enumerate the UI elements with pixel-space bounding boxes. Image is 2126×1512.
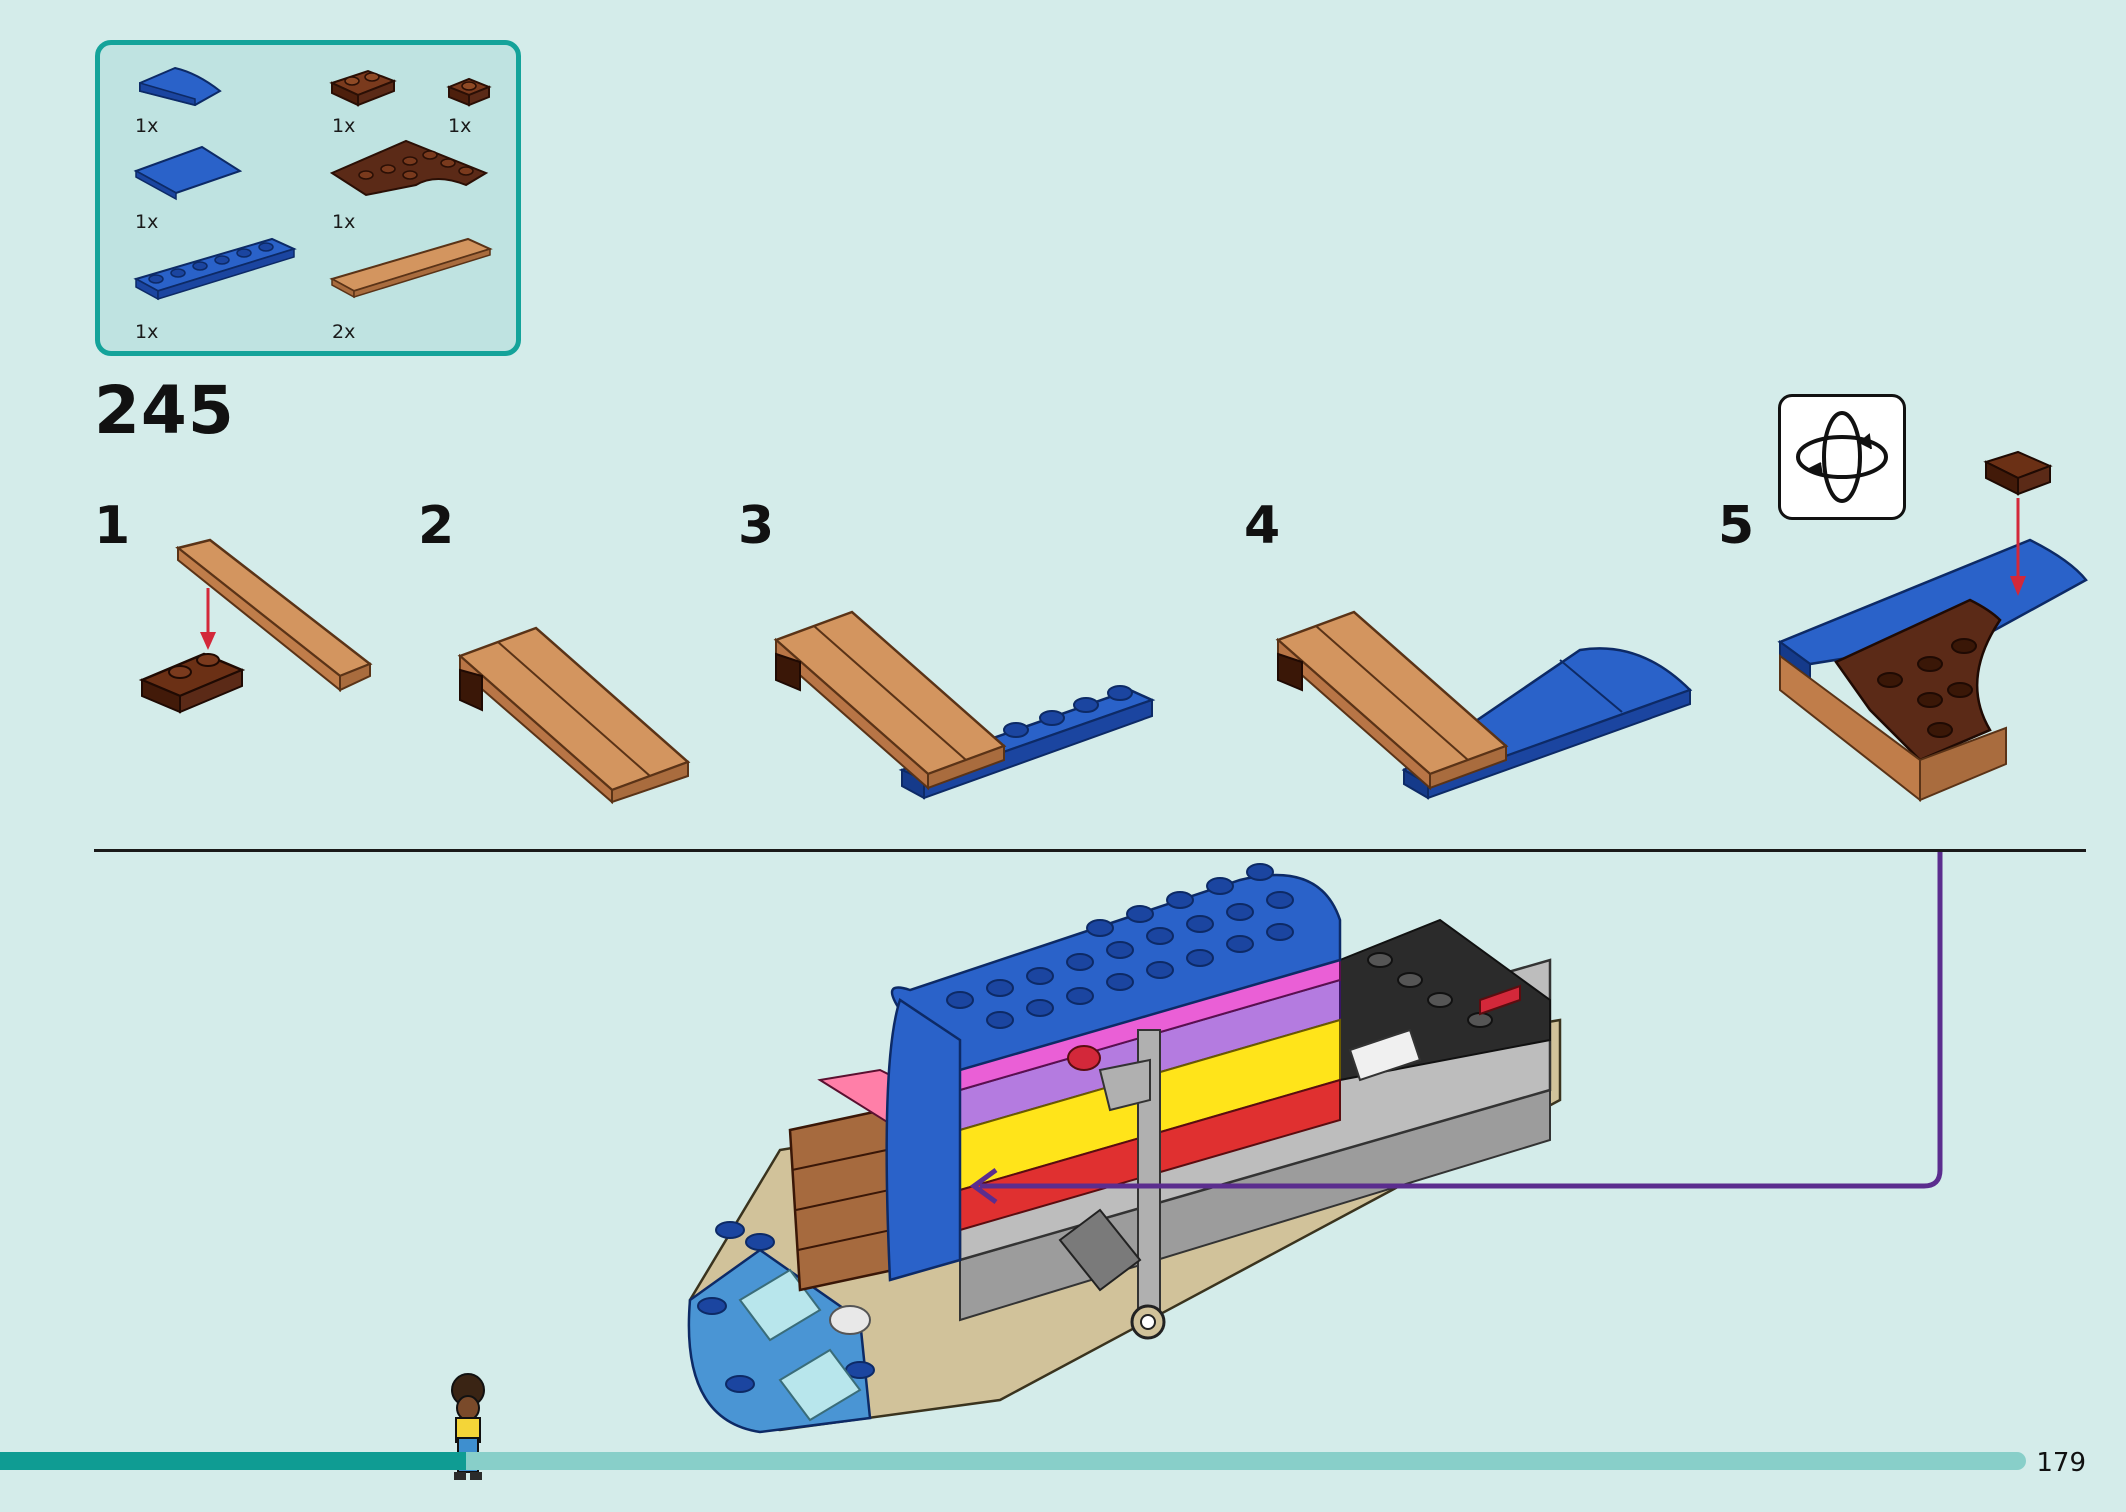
substep-1-illustration [138, 538, 373, 714]
substep-label-2: 2 [418, 496, 455, 556]
callout-arrow [969, 852, 1943, 1205]
part-qty: 1x [448, 115, 472, 137]
substep-label-1: 1 [94, 496, 131, 556]
substep-2-illustration [457, 626, 691, 805]
parts-list-box: 1x 1x 1x 1x [95, 40, 521, 356]
page-number: 179 [2036, 1448, 2086, 1478]
progress-bar [0, 1452, 2026, 1470]
part-qty: 1x [135, 211, 159, 233]
rotate-model-icon [1778, 394, 1906, 520]
part-brown-plate-1x2 [328, 65, 398, 110]
substep-5-illustration [1777, 450, 2088, 803]
part-blue-tile-slope [132, 141, 242, 201]
part-qty: 1x [332, 211, 356, 233]
step-number: 245 [94, 372, 235, 449]
progress-bar-fill [0, 1452, 466, 1470]
part-brown-plate-1x1 [445, 73, 495, 113]
part-blue-plate-1x6 [132, 235, 302, 305]
section-divider [94, 849, 2086, 852]
substep-label-5: 5 [1718, 496, 1755, 556]
substep-4-illustration [1275, 610, 1693, 800]
substep-3-illustration [773, 610, 1156, 800]
part-brown-wedge-corner [326, 133, 496, 213]
part-blue-curved-slope [135, 63, 225, 113]
substep-label-3: 3 [738, 496, 775, 556]
part-qty: 2x [332, 321, 356, 343]
part-qty: 1x [332, 115, 356, 137]
substep-label-4: 4 [1244, 496, 1281, 556]
part-qty: 1x [135, 115, 159, 137]
part-tan-tile-1x6 [328, 235, 498, 305]
part-qty: 1x [135, 321, 159, 343]
main-model-illustration [687, 863, 1562, 1434]
